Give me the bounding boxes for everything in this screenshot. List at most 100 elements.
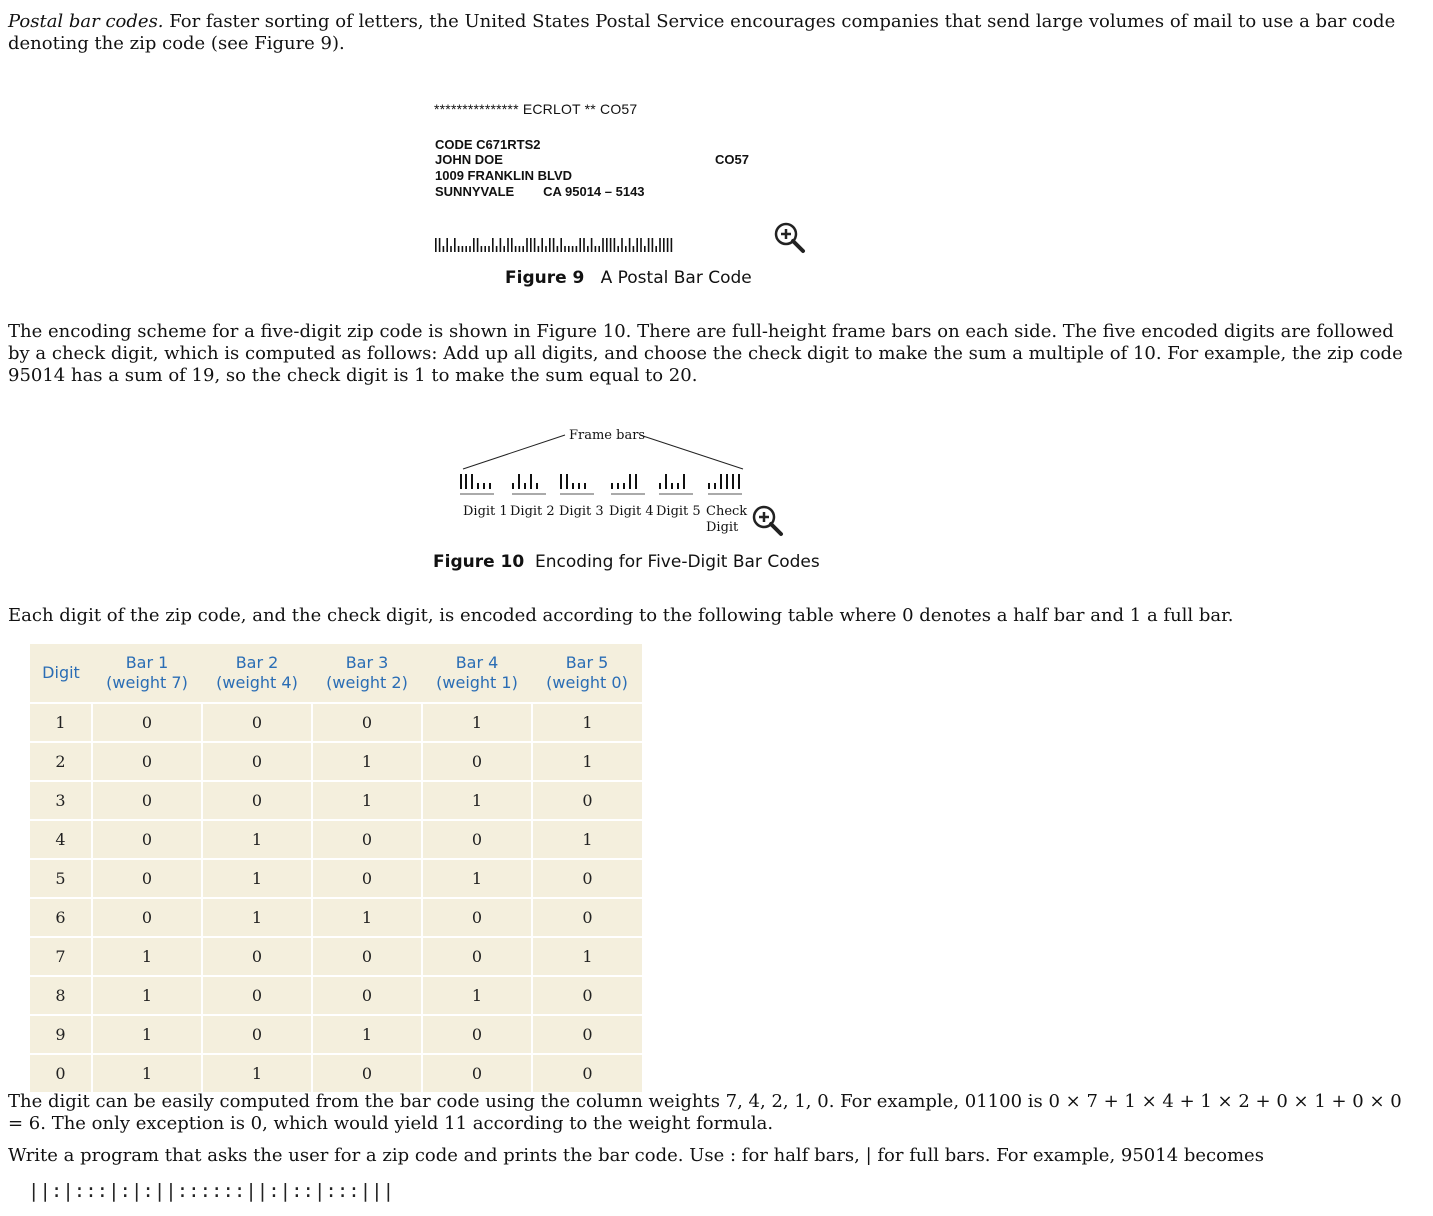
header-digit: Digit: [30, 644, 92, 704]
bar-cell: 0: [312, 976, 423, 1016]
table-intro-paragraph: Each digit of the zip code, and the chec…: [8, 605, 1234, 626]
encoded-bar: [617, 483, 619, 489]
figure-9-title: A Postal Bar Code: [600, 268, 752, 288]
bar-cell: 0: [422, 742, 533, 782]
header-bar-1: Bar 1(weight 7): [92, 644, 202, 704]
barcode-bar: [503, 246, 505, 252]
encoded-bar: [524, 483, 526, 489]
barcode-bar: [518, 246, 521, 252]
bar-cell: 0: [532, 859, 642, 899]
zoom-in-icon[interactable]: [772, 220, 806, 254]
encoded-bar: [659, 483, 661, 489]
bar-cell: 0: [202, 976, 313, 1016]
bar-cell: 0: [532, 976, 642, 1016]
check-digit-label-line2: Digit: [706, 520, 739, 535]
barcode-bar: [663, 238, 665, 252]
barcode-bar: [533, 238, 536, 252]
bar-cell: 0: [312, 820, 423, 860]
digit-cell: 6: [30, 898, 93, 938]
five-digit-barcode-graphic: [460, 474, 742, 495]
encoded-bar: [732, 474, 734, 489]
intro-text: For faster sorting of letters, the Unite…: [8, 11, 1396, 54]
barcode-bar: [530, 238, 532, 252]
header-label: Bar 1: [125, 653, 169, 672]
header-bar-2: Bar 2(weight 4): [202, 644, 312, 704]
figure-9-label: Figure 9: [505, 268, 585, 288]
barcode-bar: [492, 238, 494, 252]
bar-cell: 0: [92, 781, 203, 821]
bar-cell: 1: [202, 898, 313, 938]
barcode-bar: [647, 238, 650, 252]
encoded-bar: [720, 474, 722, 489]
barcode-bar: [488, 246, 490, 252]
right-code: CO57: [715, 152, 749, 167]
barcode-bar: [659, 238, 661, 252]
zoom-in-icon[interactable]: [750, 503, 784, 537]
barcode-bar: [628, 238, 631, 252]
bar-cell: 0: [532, 1015, 642, 1055]
header-bar-3: Bar 3(weight 2): [312, 644, 422, 704]
barcode-bar: [450, 246, 452, 252]
barcode-bar: [575, 246, 578, 252]
barcode-bar: [499, 238, 502, 252]
bar-cell: 1: [532, 820, 642, 860]
barcode-bar: [666, 238, 669, 252]
address-line-3: 1009 FRANKLIN BLVD: [435, 168, 573, 183]
encoded-bar: [623, 483, 625, 489]
header-label: Bar 4: [455, 653, 499, 672]
bar-cell: 0: [422, 1015, 533, 1055]
barcode-bar: [632, 246, 635, 252]
barcode-bar: [613, 238, 616, 252]
barcode-bar: [655, 246, 657, 252]
example-barcode-output: ||:|:::|:|:||::::::||:|::|:::|||: [28, 1180, 395, 1202]
encoded-bar: [512, 483, 514, 489]
barcode-bar: [594, 246, 597, 252]
bar-cell: 1: [312, 1015, 423, 1055]
bar-cell: 0: [312, 859, 423, 899]
encoded-bar: [708, 483, 710, 489]
barcode-bar: [598, 246, 600, 252]
barcode-bar: [495, 246, 498, 252]
digit-3-label: Digit 3: [559, 504, 604, 519]
bar-cell: 0: [532, 898, 642, 938]
digit-5-label: Digit 5: [656, 504, 701, 519]
figure-10-label: Figure 10: [433, 552, 525, 572]
barcode-bar: [587, 246, 589, 252]
barcode-bar: [507, 238, 509, 252]
exercise-paragraph: Write a program that asks the user for a…: [8, 1145, 1264, 1166]
barcode-bar: [465, 246, 467, 252]
bar-cell: 0: [92, 820, 203, 860]
encoded-bar: [465, 474, 467, 489]
barcode-bar: [564, 246, 566, 252]
barcode-bar: [469, 246, 471, 252]
bar-cell: 1: [312, 742, 423, 782]
encoded-bar: [635, 474, 637, 489]
barcode-bar: [560, 238, 562, 252]
encoded-bar: [489, 483, 491, 489]
digit-cell: 7: [30, 937, 93, 977]
encoded-bar: [560, 474, 562, 489]
bar-cell: 1: [532, 937, 642, 977]
bar-cell: 0: [92, 703, 203, 743]
encoding-paragraph: The encoding scheme for a five-digit zip…: [8, 321, 1403, 386]
bar-cell: 0: [202, 937, 313, 977]
bar-cell: 0: [312, 1054, 423, 1094]
figure-10-title: Encoding for Five-Digit Bar Codes: [535, 552, 820, 572]
digit-cell: 3: [30, 781, 93, 821]
digit-4-label: Digit 4: [609, 504, 654, 519]
check-digit-label: Check: [706, 504, 748, 519]
barcode-bar: [473, 238, 475, 252]
barcode-bar: [651, 238, 654, 252]
header-weight: (weight 4): [216, 673, 298, 692]
barcode-bar: [480, 246, 483, 252]
header-bar-4: Bar 4(weight 1): [422, 644, 532, 704]
barcode-bar: [454, 238, 456, 252]
barcode-bar: [609, 238, 612, 252]
barcode-bar: [511, 238, 513, 252]
